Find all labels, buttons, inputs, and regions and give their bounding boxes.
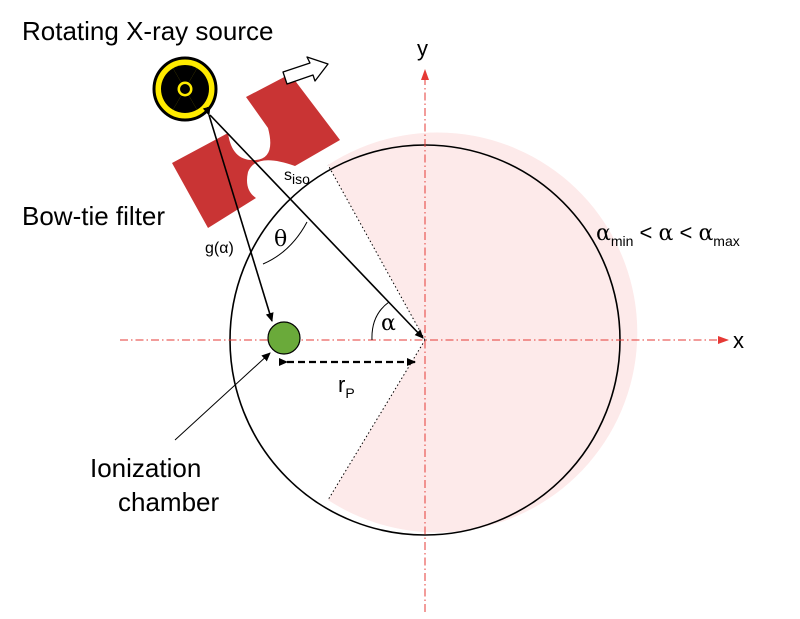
alpha-range-label: αmin < α < αmax (596, 220, 740, 249)
r-p-label: rP (338, 372, 355, 401)
radiation-icon (152, 56, 218, 122)
ionization-label-line1: Ionization (90, 453, 201, 483)
s-iso-label: siso (284, 167, 310, 187)
sector-boundary-upper (327, 164, 426, 341)
g-alpha-label: g(α) (205, 240, 234, 257)
alpha-label: α (381, 311, 396, 336)
ionization-label-line2: chamber (118, 487, 219, 517)
theta-arc (262, 221, 308, 265)
y-axis-label: y (417, 36, 428, 61)
filter-label: Bow-tie filter (22, 201, 165, 231)
chamber-pointer (174, 352, 271, 441)
theta-label: θ (274, 227, 287, 252)
ionization-chamber (267, 321, 301, 355)
alpha-range-sector (328, 132, 638, 533)
source-title: Rotating X-ray source (22, 16, 273, 46)
hollow-arrow-icon (282, 56, 329, 85)
alpha-arc (371, 301, 390, 341)
x-axis-label: x (733, 328, 744, 353)
g-alpha-arrow (202, 106, 274, 322)
